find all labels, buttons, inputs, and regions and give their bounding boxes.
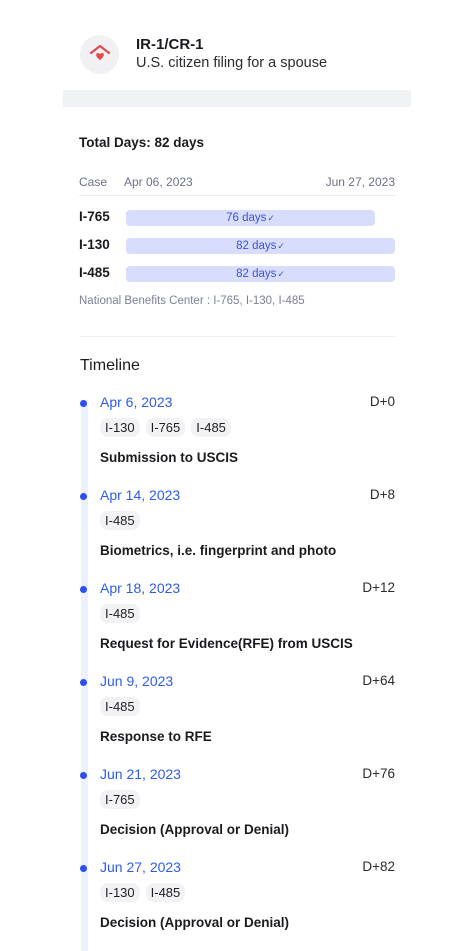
visa-header: IR-1/CR-1 U.S. citizen filing for a spou… [80,33,420,75]
section-separator [79,336,395,337]
form-tag: I-765 [100,790,140,809]
timeline-dot [80,865,87,872]
form-tag: I-485 [145,883,186,902]
event-description: Response to RFE [100,729,212,744]
case-range-row: Case Apr 06, 2023 Jun 27, 2023 [79,175,395,195]
duration-bar: 76 days✓ [126,210,375,226]
timeline-dot [80,493,87,500]
form-tag: I-485 [100,697,140,716]
duration-bar: 82 days✓ [126,266,395,282]
form-tag: I-485 [100,604,140,623]
event-description: Decision (Approval or Denial) [100,915,290,930]
duration-bar: 82 days✓ [126,238,395,254]
checkmark-icon: ✓ [277,240,285,251]
event-day-offset: D+76 [362,766,395,781]
form-tag: I-485 [191,418,231,437]
event-form-tags: I-485 [100,697,140,716]
event-date: Apr 18, 2023 [100,580,181,596]
section-divider [63,90,411,107]
event-day-offset: D+8 [369,487,395,502]
case-label: Case [79,175,108,189]
timeline-dot [80,772,87,779]
event-description: Biometrics, i.e. fingerprint and photo [100,543,337,558]
timeline-dot [80,586,87,593]
case-end-date: Jun 27, 2023 [325,175,395,189]
event-day-offset: D+12 [362,580,395,595]
event-description: Request for Evidence(RFE) from USCIS [100,636,353,651]
duration-label: 76 days [226,212,267,224]
duration-label: 82 days [236,268,277,280]
service-center-note: National Benefits Center : I-765, I-130,… [79,295,305,307]
form-tag: I-130 [100,883,140,902]
event-date: Jun 27, 2023 [100,859,181,875]
timeline-dot [80,679,87,686]
checkmark-icon: ✓ [277,268,285,279]
event-day-offset: D+82 [362,859,395,874]
event-date: Apr 14, 2023 [100,487,181,503]
event-date: Jun 21, 2023 [100,766,181,782]
checkmark-icon: ✓ [267,212,275,223]
event-date: Jun 9, 2023 [100,673,174,689]
event-form-tags: I-130 I-765 I-485 [100,418,231,437]
event-date: Apr 6, 2023 [100,394,173,410]
case-divider [79,195,395,196]
timeline-track [81,400,88,951]
form-tag: I-130 [100,418,140,437]
event-form-tags: I-485 [100,604,140,623]
event-form-tags: I-485 [100,511,140,530]
event-form-tags: I-130 I-485 [100,883,186,902]
form-row-i765: I-765 76 days✓ [79,208,395,228]
form-row-i130: I-130 82 days✓ [79,236,395,256]
total-days: Total Days: 82 days [79,135,205,150]
duration-label: 82 days [236,240,277,252]
event-day-offset: D+0 [369,394,395,409]
form-tag: I-485 [100,511,140,530]
house-heart-icon [80,34,119,74]
form-name: I-485 [79,265,110,280]
case-start-date: Apr 06, 2023 [124,175,193,189]
event-form-tags: I-765 [100,790,140,809]
visa-subtitle: U.S. citizen filing for a spouse [136,54,328,71]
event-description: Submission to USCIS [100,450,239,465]
timeline-heading: Timeline [80,357,140,374]
form-name: I-765 [79,209,110,224]
event-day-offset: D+64 [362,673,395,688]
event-description: Decision (Approval or Denial) [100,822,290,837]
form-tag: I-765 [145,418,186,437]
timeline-dot [80,400,87,407]
form-name: I-130 [79,237,110,252]
visa-type-title: IR-1/CR-1 [136,35,204,53]
form-row-i485: I-485 82 days✓ [79,264,395,284]
